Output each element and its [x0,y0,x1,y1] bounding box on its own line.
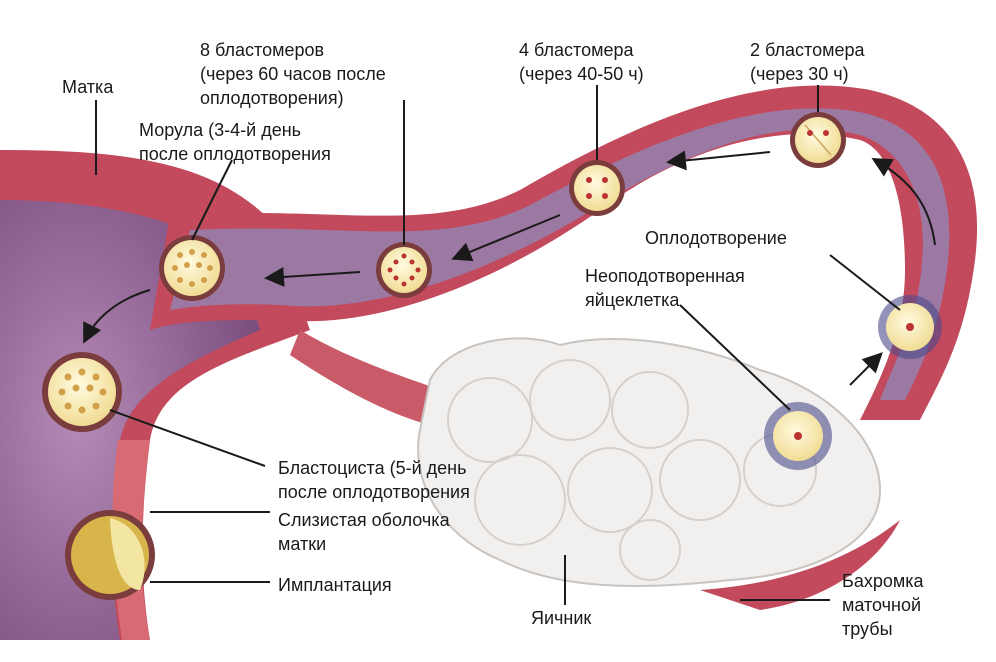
cell-2-blastomeres [790,112,846,168]
migration-arrows [83,150,936,386]
fallopian-tube-lumen [170,108,950,400]
ovarian-ligament [290,330,450,430]
label-mucosa: Слизистая оболочка матки [278,510,450,554]
label-fimbria: Бахромка маточной трубы [842,571,924,639]
cell-fertilization [878,295,942,359]
label-blastocyst: Бластоциста (5-й день после оплодотворен… [278,458,470,502]
cell-4-blastomeres [569,160,625,216]
cell-unfertilized-egg [764,402,832,470]
label-unfertilized-egg: Неоподотворенная яйцеклетка [585,266,745,310]
label-fertilization: Оплодотворение [645,228,787,248]
label-8-blastomeres: 8 бластомеров (через 60 часов после опло… [200,40,386,108]
cell-blastocyst [42,352,122,432]
label-2-blastomeres: 2 бластомера (через 30 ч) [750,40,865,84]
label-uterus: Матка [62,77,114,97]
cell-implantation [65,510,155,600]
label-morula: Морула (3-4-й день после оплодотворения [139,120,331,164]
cell-morula [159,235,225,301]
label-4-blastomeres: 4 бластомера (через 40-50 ч) [519,40,644,84]
cell-8-blastomeres [376,242,432,298]
fimbria [700,520,900,610]
leader-lines [95,85,901,605]
ovary-shape [417,337,882,587]
label-implantation: Имплантация [278,575,392,595]
label-ovary: Яичник [531,608,592,628]
